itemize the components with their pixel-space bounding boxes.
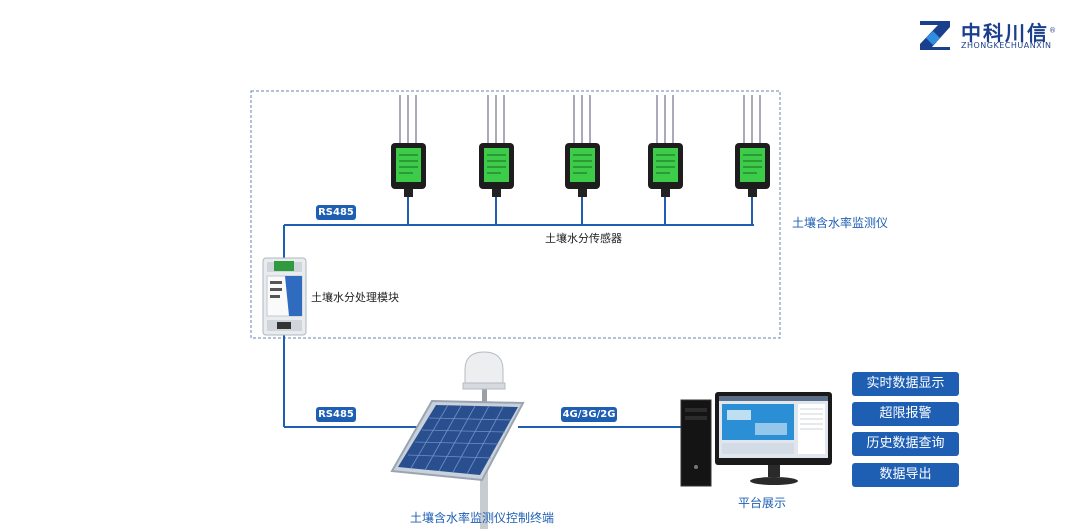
network-tag: 4G/3G/2G: [561, 407, 617, 422]
rs485-top-tag: RS485: [316, 205, 356, 220]
company-logo-icon: [920, 21, 950, 50]
instrument-boundary: [250, 90, 781, 339]
processing-module-label: 土壤水分处理模块: [311, 291, 399, 304]
sensor-group-label: 土壤水分传感器: [545, 232, 622, 245]
processing-module-device: [262, 257, 307, 336]
terminal-label: 土壤含水率监测仪控制终端: [410, 511, 555, 525]
soil-sensor-1: [391, 95, 426, 197]
instrument-label: 土壤含水率监测仪: [792, 216, 889, 230]
sensor-bus: [283, 192, 754, 428]
platform-computer: [680, 392, 832, 487]
platform-label: 平台展示: [738, 496, 787, 510]
solar-terminal-device: [390, 351, 525, 529]
realtime-display-button[interactable]: 实时数据显示: [852, 372, 959, 396]
soil-sensor-3: [565, 95, 600, 197]
data-export-button[interactable]: 数据导出: [852, 463, 959, 487]
rs485-bottom-tag: RS485: [316, 407, 356, 422]
soil-sensor-2: [479, 95, 514, 197]
soil-sensor-5: [735, 95, 770, 197]
soil-sensor-4: [648, 95, 683, 197]
over-limit-alarm-button[interactable]: 超限报警: [852, 402, 959, 426]
company-name-en: ZHONGKECHUANXIN: [961, 41, 1052, 50]
history-query-button[interactable]: 历史数据查询: [852, 432, 959, 456]
company-name: 中科川信®: [961, 21, 1058, 45]
